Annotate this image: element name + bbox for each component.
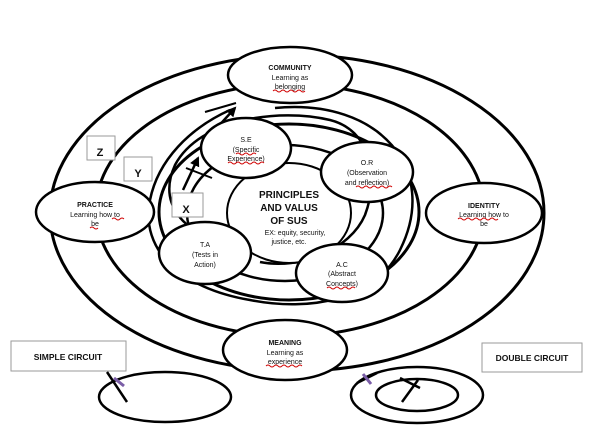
simple-circuit-pen-accent: [113, 376, 125, 388]
meaning-line-2: experience: [268, 359, 302, 366]
meaning-line-1: Learning as: [267, 350, 304, 357]
spellcheck-underline: [265, 364, 303, 368]
ac-line-2: Concepts): [326, 281, 358, 288]
spellcheck-underline: [457, 217, 499, 221]
ta-title: T.A: [200, 242, 210, 249]
ac-node: [294, 242, 390, 304]
principles-note-line-2: justice, etc.: [270, 239, 306, 246]
principles-note-line-1: EX: equity, security,: [265, 230, 326, 237]
meaning-node: [221, 318, 349, 382]
spellcheck-underline: [227, 161, 265, 165]
principles-title-line-3: OF SUS: [270, 216, 308, 227]
double-circuit-inner-ellipse: [374, 377, 460, 413]
ta-line-1: (Tests in: [192, 252, 218, 259]
ta-node: [157, 220, 253, 286]
marker-x-box: [171, 192, 204, 218]
simple-circuit-ellipse: [97, 370, 233, 424]
community-title: COMMUNITY: [268, 65, 311, 72]
identity-line-2: be: [480, 221, 488, 228]
simple-circuit-pen-stroke: [105, 371, 129, 403]
community-node: [226, 45, 354, 105]
simple-circuit-label: SIMPLE CIRCUIT: [34, 352, 103, 362]
double-circuit-pen-stroke-2: [399, 376, 421, 390]
practice-line-2: be: [91, 221, 99, 228]
se-line-1: (Specific: [233, 147, 260, 154]
identity-node: [424, 181, 544, 245]
third-ring: [157, 122, 421, 302]
ac-line-1: (Abstract: [328, 271, 356, 278]
or-node: [319, 140, 415, 204]
community-line-1: Learning as: [272, 75, 309, 82]
marker-z-box: [86, 135, 116, 161]
spellcheck-underline: [355, 185, 393, 189]
arrow-to-se-left: [181, 156, 200, 191]
learning-spiral-path: [168, 114, 373, 265]
arrow-cross-top: [204, 102, 237, 113]
arrow-cross-left: [185, 167, 213, 179]
ac-title: A.C: [336, 262, 348, 269]
marker-z-label: Z: [97, 147, 104, 159]
or-line-1: (Observation: [347, 170, 387, 177]
double-circuit-pen-stroke-3: [400, 379, 420, 403]
identity-line-1: Learning how to: [459, 212, 509, 219]
spellcheck-underline: [111, 217, 125, 221]
se-line-2: Experience): [227, 156, 264, 163]
double-circuit-label: DOUBLE CIRCUIT: [496, 353, 570, 363]
principles-title-line-2: AND VALUS: [260, 203, 318, 214]
spellcheck-underline: [326, 286, 356, 290]
or-title: O.R: [361, 160, 373, 167]
marker-y-box: [123, 156, 153, 182]
principles-title-line-1: PRINCIPLES: [259, 190, 319, 201]
practice-line-1: Learning how to: [70, 212, 120, 219]
double-circuit-outer-ellipse: [349, 365, 485, 425]
ta-line-2: Action): [194, 262, 216, 269]
double-circuit-box: [481, 342, 583, 373]
se-title: S.E: [240, 137, 252, 144]
meaning-title: MEANING: [268, 340, 302, 347]
practice-node: [34, 180, 156, 244]
identity-title: IDENTITY: [468, 203, 500, 210]
spellcheck-underline: [235, 152, 257, 156]
principles-ellipse: [226, 162, 352, 264]
marker-y-label: Y: [134, 168, 142, 180]
double-circuit-pen-accent: [361, 373, 373, 385]
spellcheck-underline: [89, 226, 99, 230]
spellcheck-underline: [272, 89, 306, 93]
or-line-2: and reflection): [345, 180, 389, 187]
community-line-2: belonging: [275, 84, 305, 91]
practice-title: PRACTICE: [77, 202, 113, 209]
marker-x-label: X: [182, 204, 190, 216]
simple-circuit-box: [10, 340, 127, 372]
se-node: [199, 116, 293, 180]
